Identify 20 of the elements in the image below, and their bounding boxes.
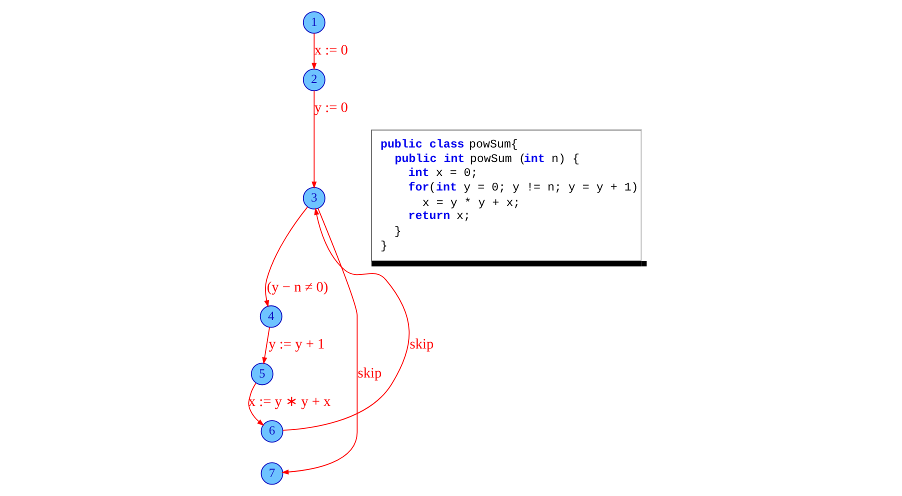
node-circle: 7 [260, 462, 284, 485]
node-circle: 5 [250, 362, 274, 386]
edge-label: skip [410, 336, 434, 353]
node-circle: 3 [302, 186, 326, 210]
arrow [264, 206, 308, 308]
arrow [248, 382, 264, 426]
node-circle: 4 [260, 305, 282, 328]
node-circle: 1 [302, 11, 326, 34]
arrow [262, 326, 270, 365]
edge-label: x := 0 [314, 42, 348, 59]
arrow [312, 90, 317, 189]
arrow [281, 208, 358, 474]
edge-label: y := 0 [314, 100, 348, 116]
arrow [312, 32, 317, 70]
edge-label: y := y + 1 [268, 336, 325, 353]
edge-label: skip [358, 365, 382, 382]
arrow [282, 208, 410, 431]
node-circle: 6 [260, 420, 284, 443]
node-circle: 2 [302, 68, 326, 92]
edge-label: (y − n ≠ 0) [266, 279, 328, 296]
